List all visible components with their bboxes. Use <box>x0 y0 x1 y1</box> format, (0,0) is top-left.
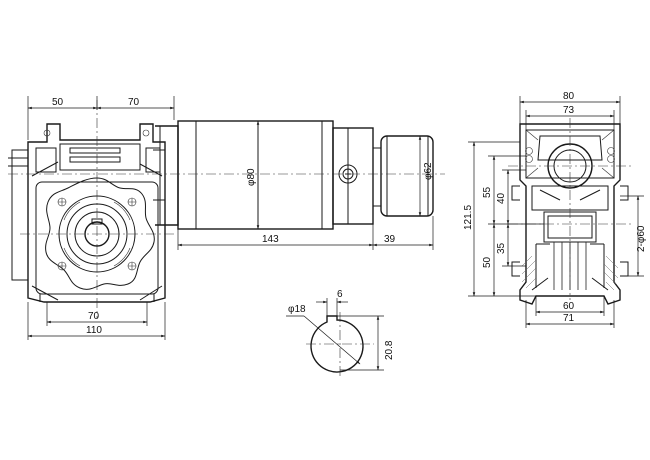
dim-shaft-key-width: 6 <box>337 289 343 300</box>
dim-shaft-diameter: φ18 <box>288 304 306 315</box>
scalloped-flange <box>45 177 155 290</box>
dim-side-upper: 55 <box>482 186 493 198</box>
side-dimensions: 80 73 121.5 55 40 35 50 2-φ60 <box>463 91 647 328</box>
dim-front-bottom-total: 110 <box>86 325 102 336</box>
dim-side-base-total: 71 <box>563 313 575 324</box>
dim-side-width-inner: 73 <box>563 105 575 116</box>
dim-shaft-key-height: 20.8 <box>384 340 395 360</box>
dim-front-bottom-inner: 70 <box>88 311 100 322</box>
center-lines-front <box>8 100 445 318</box>
dim-side-lower: 50 <box>482 256 493 268</box>
gearbox-front-view <box>8 123 166 303</box>
dim-side-lower-inner: 35 <box>496 242 507 254</box>
dim-front-top-left: 50 <box>52 97 64 108</box>
motor-side-view <box>153 120 434 230</box>
dim-brake-length: 39 <box>384 234 396 245</box>
dim-side-height-total: 121.5 <box>463 205 474 230</box>
dim-side-base-inner: 60 <box>563 301 575 312</box>
center-lines-side <box>508 118 634 300</box>
dim-motor-diameter: φ80 <box>246 168 257 186</box>
shaft-section-detail: φ18 6 20.8 <box>286 289 395 378</box>
dim-side-bore: 2-φ60 <box>636 225 647 252</box>
dim-brake-diameter: φ62 <box>423 162 434 180</box>
dim-motor-length: 143 <box>262 234 279 245</box>
dim-front-top-right: 70 <box>128 97 140 108</box>
dim-side-upper-inner: 40 <box>496 192 507 204</box>
front-dimensions: 50 70 70 110 143 39 φ80 φ62 <box>27 96 434 340</box>
dim-side-width-total: 80 <box>563 91 575 102</box>
